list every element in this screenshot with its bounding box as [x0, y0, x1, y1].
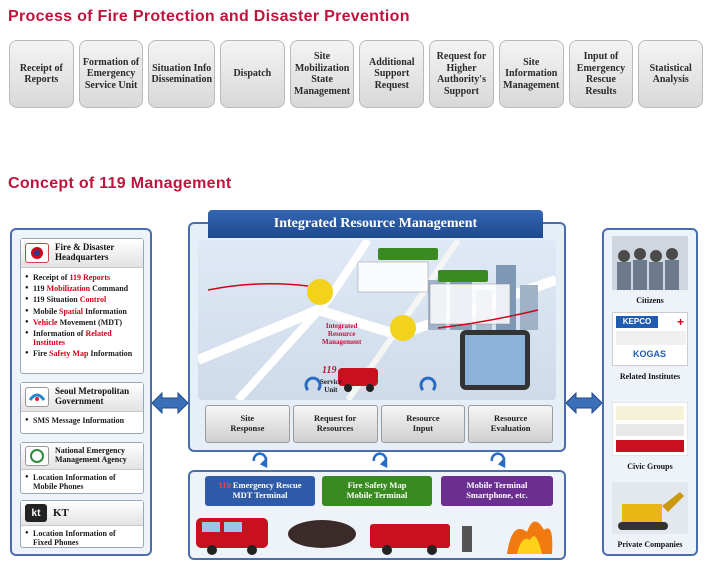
terminal-mdt-number: 119	[218, 480, 231, 491]
nema-header: National Emergency Management Agency	[21, 443, 143, 470]
func-resource-input: Resource Input	[380, 405, 466, 443]
resource-functions: Site Response Request for Resources Reso…	[205, 405, 553, 443]
step-site-information-management: Site Information Management	[498, 40, 564, 108]
process-steps: Receipt of Reports Formation of Emergenc…	[9, 40, 704, 108]
hq-item: 119 Situation Control	[21, 294, 143, 305]
korean-org-logo	[616, 331, 686, 345]
kt-title: KT	[53, 506, 69, 519]
civic-groups-logos	[612, 402, 688, 456]
citizens-crowd-image	[612, 236, 688, 290]
fire-hq-emblem-icon	[25, 243, 49, 263]
kt-header: kt KT	[21, 501, 143, 526]
func-request-for-resources: Request for Resources	[292, 405, 378, 443]
terminal-fire-safety-map: Fire Safety Map Mobile Terminal	[322, 476, 432, 506]
hq-item: Information of Related Institutes	[21, 328, 143, 348]
resource-map-illustration	[198, 240, 556, 400]
terminal-smartphone: Mobile Terminal Smartphone, etc.	[441, 476, 553, 506]
private-companies-label: Private Companies	[617, 540, 683, 549]
func-resource-evaluation: Resource Evaluation	[468, 405, 553, 443]
seoul-box: Seoul Metropolitan Government SMS Messag…	[20, 382, 144, 434]
step-site-mobilization-state-management: Site Mobilization State Management	[289, 40, 355, 108]
kt-item: Location Information of Fixed Phones	[21, 528, 143, 548]
service-unit-number: 119	[322, 365, 337, 376]
nema-title: National Emergency Management Agency	[55, 446, 127, 464]
step-statistical-analysis: Statistical Analysis	[638, 40, 704, 108]
concept-heading: Concept of 119 Management	[8, 175, 232, 192]
step-additional-support-request: Additional Support Request	[359, 40, 425, 108]
left-center-double-arrow-icon	[152, 392, 188, 414]
hq-items: Receipt of 119 Reports119 Mobilization C…	[21, 268, 143, 360]
seoul-logo-icon	[25, 387, 49, 407]
kepco-logo: KEPCO	[616, 316, 658, 328]
hq-box: Fire & Disaster Headquarters Receipt of …	[20, 238, 144, 374]
hq-title: Fire & Disaster Headquarters	[55, 242, 115, 262]
integrated-resource-management-title: Integrated Resource Management	[208, 210, 543, 238]
nema-item: Location Information of Mobile Phones	[21, 472, 143, 492]
terminal-smartphone-label: Mobile Terminal Smartphone, etc.	[466, 480, 528, 500]
citizens-label: Citizens	[636, 296, 664, 305]
hq-item: 119 Mobilization Command	[21, 283, 143, 294]
nema-logo-icon	[25, 446, 49, 466]
private-companies-equipment-image	[612, 482, 688, 534]
hq-item: Mobile Spatial Information	[21, 306, 143, 317]
kt-logo-icon: kt	[25, 504, 47, 522]
func-site-response: Site Response	[205, 405, 290, 443]
step-situation-info-dissemination: Situation Info Dissemination	[148, 40, 215, 108]
process-heading: Process of Fire Protection and Disaster …	[8, 8, 410, 25]
service-unit-label: Service Unit	[320, 378, 342, 394]
terminal-mdt: 119 Emergency Rescue MDT Terminal	[205, 476, 315, 506]
related-institutes-logos: KEPCO + KOGAS	[612, 312, 688, 366]
terminal-mdt-label: Emergency Rescue MDT Terminal	[232, 480, 302, 500]
city-map-graphic	[198, 240, 556, 400]
step-receipt-of-reports: Receipt of Reports	[9, 40, 74, 108]
kogas-logo: KOGAS	[633, 349, 667, 359]
step-dispatch: Dispatch	[220, 40, 285, 108]
nema-box: National Emergency Management Agency Loc…	[20, 442, 144, 494]
related-institutes-label: Related Institutes	[619, 372, 681, 381]
irm-center-label: Integrated Resource Management	[322, 322, 362, 346]
sync-arrows-icon	[252, 452, 506, 469]
step-input-emergency-rescue-results: Input of Emergency Rescue Results	[568, 40, 634, 108]
kt-box: kt KT Location Information of Fixed Phon…	[20, 500, 144, 548]
civic-groups-label: Civic Groups	[627, 462, 673, 471]
left-panel: Fire & Disaster Headquarters Receipt of …	[10, 228, 152, 556]
seoul-header: Seoul Metropolitan Government	[21, 383, 143, 412]
hq-item: Fire Safety Map Information	[21, 348, 143, 359]
red-cross-icon: +	[676, 315, 684, 329]
hq-header: Fire & Disaster Headquarters	[21, 239, 143, 268]
center-right-double-arrow-icon	[566, 392, 602, 414]
hq-item: Receipt of 119 Reports	[21, 272, 143, 283]
terminal-fire-safety-map-label: Fire Safety Map Mobile Terminal	[346, 480, 408, 500]
vehicles-illustration	[196, 518, 553, 555]
step-formation-of-emergency-service-unit: Formation of Emergency Service Unit	[78, 40, 144, 108]
step-request-higher-authority-support: Request for Higher Authority's Support	[429, 40, 494, 108]
seoul-item: SMS Message Information	[21, 415, 143, 426]
seoul-title: Seoul Metropolitan Government	[55, 386, 130, 406]
hq-item: Vehicle Movement (MDT)	[21, 317, 143, 328]
